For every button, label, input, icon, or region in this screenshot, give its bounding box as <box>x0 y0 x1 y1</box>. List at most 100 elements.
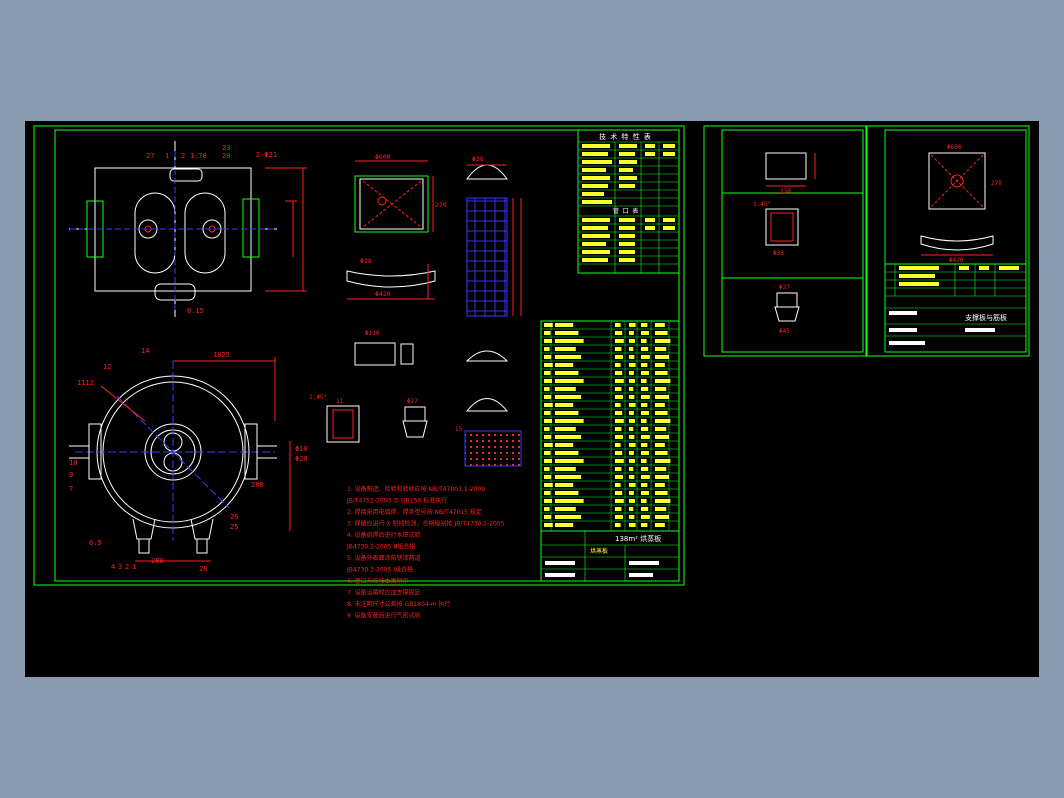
table-cell-text <box>615 339 624 343</box>
table-cell-text <box>629 451 634 455</box>
table-cell-text <box>629 507 634 511</box>
dim-label: 14 <box>141 347 149 355</box>
table-cell-text <box>555 435 581 439</box>
note-line: 4. 设备组焊后进行水压试验 <box>347 531 421 539</box>
table-cell-text <box>544 451 551 455</box>
table-cell-text <box>641 323 648 327</box>
detail-fitting-labels: Φ110 1.45° 11 Φ27 15 <box>309 330 463 433</box>
table-cell-text <box>655 339 671 343</box>
table-cell-text <box>629 339 635 343</box>
dim-label: 6.5 <box>89 539 102 547</box>
table-cell-text <box>655 507 667 511</box>
table-cell-text <box>629 475 635 479</box>
dim-label: 15 <box>455 426 463 433</box>
dim-label: 270 <box>991 180 1002 187</box>
drawing-title: 支撑板与筋板 <box>965 313 1007 322</box>
table-cell-text <box>629 491 634 495</box>
table-cell-text <box>655 451 668 455</box>
note-line: JB/T4751-2003 与 GB150 标准执行 <box>346 497 447 505</box>
dim-label: Φ28 <box>360 257 372 265</box>
dim-label: Φ10 <box>295 445 308 453</box>
table-cell-text <box>544 443 553 447</box>
table-cell-text <box>555 443 574 447</box>
table-cell-text <box>615 387 622 391</box>
table-cell-text <box>655 387 667 391</box>
dim-label: 1.78 <box>190 152 207 160</box>
table-cell-text <box>544 491 551 495</box>
table-cell-text <box>555 427 576 431</box>
table-cell-text <box>615 379 624 383</box>
dim-label: Φ27 <box>407 398 418 405</box>
table-cell-text <box>655 355 669 359</box>
dim-label: Φ420 <box>949 257 964 264</box>
table-cell-text <box>544 347 550 351</box>
table-cell-text <box>555 483 574 487</box>
note-line: 7. 设备运输时应加支撑固定 <box>347 589 421 597</box>
table-cell-text <box>629 443 636 447</box>
table-cell-text <box>655 403 665 407</box>
table-cell-text <box>629 523 636 527</box>
table-cell-text <box>555 355 581 359</box>
dim-label: 2 <box>181 152 185 160</box>
table-cell-text <box>655 515 669 519</box>
table-cell-text <box>555 491 579 495</box>
table-cell-text <box>655 371 668 375</box>
table-cell-text <box>655 427 667 431</box>
table-cell-text <box>629 355 635 359</box>
table-cell-text <box>544 371 551 375</box>
table-cell-text <box>544 331 551 335</box>
table-cell-text <box>555 403 574 407</box>
top-view-drawing <box>69 141 307 317</box>
dim-label: 25 <box>230 523 238 531</box>
table-cell-text <box>641 507 649 511</box>
table-cell-text <box>615 363 621 367</box>
note-line: 8. 未注明尺寸公差按 GB1804-m 执行 <box>347 600 451 608</box>
note-line: 9. 设备安装后进行气密试验 <box>347 612 421 620</box>
table-cell-text <box>629 411 634 415</box>
dim-label: 1 <box>132 563 136 571</box>
table-cell-text <box>544 499 552 503</box>
dim-label: 27 <box>146 152 154 160</box>
table-cell-text <box>655 467 667 471</box>
dim-label: Φ600 <box>375 153 391 161</box>
table-cell-text <box>615 459 624 463</box>
table-cell-text <box>655 395 669 399</box>
table-cell-text <box>615 499 624 503</box>
detail-basket-labels: Φ38 <box>472 155 484 163</box>
table-cell-text <box>555 475 581 479</box>
round-view-drawing <box>69 357 291 562</box>
table-cell-text <box>641 379 647 383</box>
table-cell-text <box>555 331 579 335</box>
table-cell-text <box>555 371 579 375</box>
cad-viewport[interactable]: 27 1 2 1.78 23 20 2-Φ21 8.15 <box>25 121 1039 677</box>
table-cell-text <box>544 483 553 487</box>
title-block: 138m² 烘蒸板 烘蒸板 <box>540 530 680 582</box>
dim-label: 2-Φ21 <box>256 151 277 159</box>
table-cell-text <box>555 523 574 527</box>
dim-label: Φ38 <box>773 250 784 257</box>
table-cell-text <box>544 411 551 415</box>
dim-label: 1 <box>165 152 169 160</box>
table-cell-text <box>629 379 635 383</box>
table-cell-text <box>555 379 584 383</box>
dim-label: 9 <box>69 471 73 479</box>
table-cell-text <box>629 483 636 487</box>
table-cell-text <box>615 507 622 511</box>
note-line: JB4730.2-2005 Ⅲ级合格 <box>346 543 415 551</box>
table-cell-text <box>641 515 650 519</box>
table-cell-text <box>544 515 552 519</box>
right-drawing-sheet-1: 230 1.45° Φ38 Φ27 Φ45 <box>703 125 867 357</box>
table-cell-text <box>655 443 665 447</box>
dim-label: 28 <box>199 565 207 573</box>
table-cell-text <box>544 395 552 399</box>
parts-list-table <box>540 320 680 532</box>
dim-label: Φ20 <box>295 455 308 463</box>
dim-label: 3 <box>118 563 122 571</box>
table-cell-text <box>655 331 668 335</box>
dim-label: 1.45° <box>753 201 771 208</box>
table-cell-text <box>555 419 584 423</box>
table-cell-text <box>641 395 650 399</box>
note-line: JB4730.3-2005 Ⅰ级合格 <box>346 566 413 574</box>
dim-label: 1025 <box>213 351 230 359</box>
table-cell-text <box>629 427 634 431</box>
